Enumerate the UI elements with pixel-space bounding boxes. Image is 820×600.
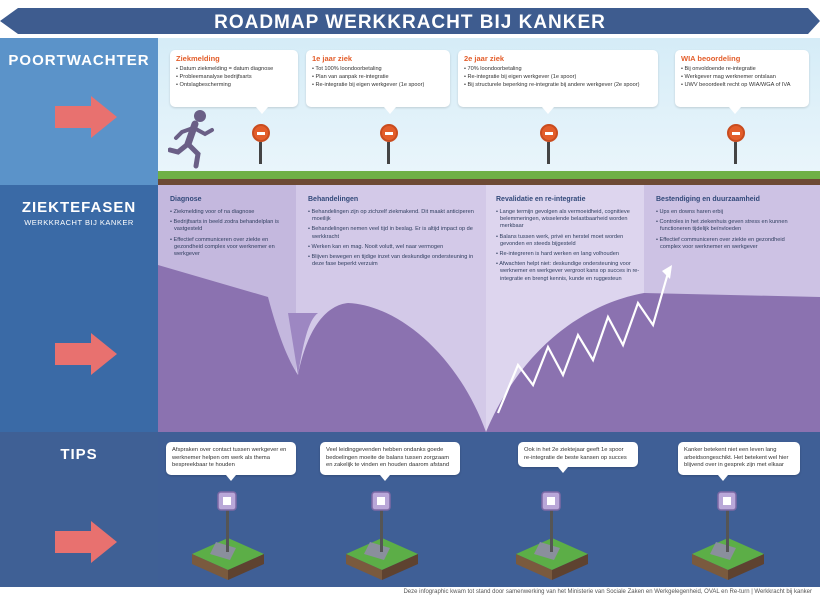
phase-item: • Werken kan en mag. Nooit volutt, wel n… — [308, 243, 444, 250]
running-person-icon — [168, 110, 214, 169]
tip-bubble: Afspraken over contact tussen werkgever … — [166, 442, 296, 481]
phase-item: • Blijven bewegen en tijdige inzet van d… — [308, 254, 474, 268]
milestone-item: • Tot 100% loondoorbetaling — [312, 66, 382, 72]
tip-text: Kanker betekent niet een leven lang arbe… — [684, 447, 789, 469]
arrow-right-icon — [55, 96, 117, 138]
phase-item: • Afwachten helpt niet: deskundige onder… — [496, 261, 640, 282]
phase-items: • Behandelingen zijn op zichzelf ziekmak… — [308, 209, 478, 271]
tips-heading: TIPS — [60, 446, 98, 463]
phase-item: • Effectief communiceren over ziekte en … — [656, 236, 785, 250]
phase-item: • Balans tussen werk, privé en herstel m… — [496, 233, 624, 247]
milestone-item: • Ontslagbescherming — [176, 82, 231, 88]
milestone-title: 1e jaar ziek — [312, 54, 353, 63]
phase-item: • Effectief communiceren over ziekte en … — [170, 236, 275, 258]
phase-items: • Ups en downs haren erbij • Controles i… — [656, 209, 806, 254]
phase-item: • Behandelingen nemen veel tijd in besla… — [308, 226, 473, 240]
callout-pointer — [729, 107, 741, 114]
milestone-item: • UWV beoordeelt recht op WIA/WGA of IVA — [681, 82, 791, 88]
callout-pointer — [384, 107, 396, 114]
phase-item: • Lange termijn gevolgen als vermoeidhei… — [496, 209, 630, 230]
phase-column: Bestendiging en duurzaamheid • Ups en do… — [644, 185, 820, 432]
milestone-callout: WIA beoordeling • Bij onvoldoende re-int… — [675, 50, 809, 114]
phase-title: Bestendiging en duurzaamheid — [656, 196, 760, 203]
banner-left-tip — [0, 8, 18, 34]
tips-sidebar: TIPS — [0, 432, 158, 587]
milestone-item: • Re-integratie bij eigen werkgever (1e … — [464, 74, 577, 80]
stop-sign-icon — [380, 124, 398, 164]
phase-item: • Ziekmelding voor of na diagnose — [170, 209, 255, 215]
phase-items: • Lange termijn gevolgen als vermoeidhei… — [496, 209, 644, 286]
ziektefasen-subheading: WERKKRACHT BIJ KANKER — [24, 218, 134, 227]
bus-stop-icon — [516, 491, 588, 580]
milestone-item: • Plan van aanpak re-integratie — [312, 74, 389, 80]
milestone-callout: 1e jaar ziek • Tot 100% loondoorbetaling… — [306, 50, 450, 114]
tip-bubble: Ook in het 2e ziektejaar geeft 1e spoor … — [518, 442, 638, 474]
milestone-item: • 70% loondoorbetaling — [464, 66, 522, 72]
tip-text: Ook in het 2e ziektejaar geeft 1e spoor … — [524, 447, 627, 461]
phase-title: Revalidatie en re-integratie — [496, 196, 586, 203]
poortwachter-sidebar: POORTWACHTER — [0, 38, 158, 185]
bubble-pointer — [558, 467, 568, 474]
title-banner: ROADMAP WERKKRACHT BIJ KANKER — [0, 0, 820, 37]
stop-sign-icon — [540, 124, 558, 164]
phases-area: Diagnose • Ziekmelding voor of na diagno… — [158, 185, 820, 432]
phase-column: Revalidatie en re-integratie • Lange ter… — [486, 185, 644, 432]
milestone-callout: Ziekmelding • Datum ziekmelding = datum … — [170, 50, 298, 114]
footer-credit: Deze infographic kwam tot stand door sam… — [403, 589, 812, 595]
milestone-item: • Werkgever mag werknemer ontslaan — [681, 74, 776, 80]
milestone-item: • Probleemanalyse bedrijfsarts — [176, 74, 252, 80]
callout-pointer — [542, 107, 554, 114]
tips-area: Afspraken over contact tussen werkgever … — [158, 432, 820, 587]
phase-item: • Behandelingen zijn op zichzelf ziekmak… — [308, 209, 474, 223]
phase-item: • Bedrijfsarts in beeld zodra behandelpl… — [170, 219, 279, 233]
milestone-callout: 2e jaar ziek • 70% loondoorbetaling • Re… — [458, 50, 658, 114]
milestone-item: • Datum ziekmelding = datum diagnose — [176, 66, 274, 72]
ziektefasen-sidebar: ZIEKTEFASEN WERKKRACHT BIJ KANKER — [0, 185, 158, 432]
phases-background — [158, 185, 820, 432]
grass-strip — [158, 171, 820, 179]
phase-item: • Ups en downs haren erbij — [656, 209, 723, 215]
ziektefasen-heading: ZIEKTEFASEN — [21, 199, 137, 216]
phase-title: Behandelingen — [308, 196, 359, 203]
callout-pointer — [256, 107, 268, 114]
bubble-pointer — [380, 474, 390, 481]
milestone-title: WIA beoordeling — [681, 54, 741, 63]
page-title: ROADMAP WERKKRACHT BIJ KANKER — [214, 12, 606, 33]
soil-strip — [158, 179, 820, 185]
phase-column: Diagnose • Ziekmelding voor of na diagno… — [158, 185, 296, 432]
milestone-item: • Bij onvoldoende re-integratie — [681, 66, 756, 72]
tip-text: Afspraken over contact tussen werkgever … — [172, 447, 287, 469]
milestone-item: • Bij structurele beperking re-integrati… — [464, 82, 640, 88]
phase-item: • Re-integreren is hard werken en lang v… — [496, 251, 619, 258]
milestone-title: Ziekmelding — [176, 54, 220, 63]
stop-sign-icon — [252, 124, 270, 164]
tip-bubble: Kanker betekent niet een leven lang arbe… — [678, 442, 800, 481]
banner-right-tip — [808, 8, 820, 34]
arrow-right-icon — [55, 333, 117, 375]
banner-band — [18, 8, 808, 34]
bubble-pointer — [718, 474, 728, 481]
bubble-pointer — [226, 474, 236, 481]
phase-item: • Controles in het ziekenhuis geven stre… — [656, 219, 788, 233]
tip-bubble: Veel leidinggevenden hebben ondanks goed… — [320, 442, 460, 481]
stop-sign-icon — [727, 124, 745, 164]
phase-column: Behandelingen • Behandelingen zijn op zi… — [296, 185, 486, 432]
bus-stop-icon — [692, 491, 764, 580]
arrow-right-icon — [55, 521, 117, 563]
bus-stop-icon — [346, 491, 418, 580]
milestone-item: • Re-integratie bij eigen werkgever (1e … — [312, 82, 425, 88]
poortwachter-heading: POORTWACHTER — [8, 52, 150, 69]
milestone-title: 2e jaar ziek — [464, 54, 505, 63]
tip-text: Veel leidinggevenden hebben ondanks goed… — [326, 447, 450, 469]
phase-items: • Ziekmelding voor of na diagnose • Bedr… — [170, 209, 290, 261]
phase-title: Diagnose — [170, 196, 202, 203]
bus-stop-icon — [192, 491, 264, 580]
